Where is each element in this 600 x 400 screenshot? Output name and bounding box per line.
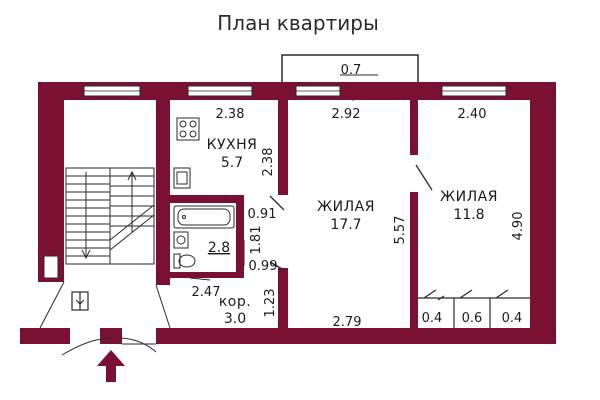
stairwell-wall — [156, 100, 170, 285]
stair-landing — [39, 281, 171, 356]
bathroom-door — [189, 240, 245, 281]
closets — [418, 289, 530, 328]
dim-living-large-bottom: 2.79 — [333, 315, 362, 330]
dim-living-small-top: 2.40 — [458, 107, 487, 122]
dim-closet-1: 0.4 — [422, 311, 443, 326]
dim-kitchen-width: 2.38 — [216, 107, 245, 122]
dim-kitchen-depth: 2.38 — [261, 148, 276, 177]
dim-living-small-depth: 4.90 — [511, 212, 526, 241]
toilet-icon — [173, 253, 196, 269]
bath-bottom-wall — [170, 272, 244, 278]
entrance-jamb — [100, 328, 122, 344]
kitchen-label: КУХНЯ — [207, 137, 258, 153]
bottom-wall-left — [20, 328, 70, 344]
corridor-label: кор. — [219, 294, 251, 310]
bathtub-icon — [173, 205, 235, 229]
bath-right-wall — [236, 195, 244, 273]
kitchen-area: 5.7 — [221, 155, 243, 171]
plan-title: План квартиры — [217, 11, 378, 35]
entrance-arrow-icon — [97, 350, 125, 382]
living-large-area: 17.7 — [330, 217, 361, 233]
dim-partition: 5.57 — [393, 216, 408, 245]
bottom-wall — [156, 328, 556, 344]
kitchen-living-wall — [278, 100, 288, 195]
kitchen — [173, 117, 200, 189]
dim-balcony: 0.7 — [341, 63, 362, 78]
corridor-area: 3.0 — [224, 311, 246, 327]
dim-corridor-width: 2.47 — [192, 285, 221, 300]
living-small-area: 11.8 — [453, 207, 484, 223]
sink-icon — [173, 231, 189, 249]
living-large-label: ЖИЛАЯ — [317, 199, 375, 215]
left-wall — [38, 82, 64, 282]
windows — [43, 85, 507, 279]
partition-bottom — [410, 192, 418, 328]
bath-top-wall — [170, 195, 242, 203]
right-wall — [530, 82, 556, 340]
corridor-living-wall — [278, 268, 288, 328]
stove-icon — [176, 117, 200, 141]
dim-bath-bottom: 0.99 — [249, 259, 278, 274]
door-icon — [71, 291, 89, 311]
dim-bath-width: 1.81 — [249, 226, 264, 255]
dim-bath-side: 0.91 — [248, 207, 277, 222]
stairs-icon — [65, 167, 155, 265]
sink-icon — [173, 167, 191, 189]
living-small-label: ЖИЛАЯ — [440, 189, 498, 205]
bathroom-area: 2.8 — [208, 240, 230, 256]
interior-doors — [269, 164, 433, 271]
dim-corridor-depth: 1.23 — [263, 289, 278, 318]
dim-living-large-top: 2.92 — [332, 107, 361, 122]
dim-closet-3: 0.4 — [502, 311, 523, 326]
dim-closet-2: 0.6 — [462, 311, 483, 326]
partition-top — [410, 100, 418, 155]
